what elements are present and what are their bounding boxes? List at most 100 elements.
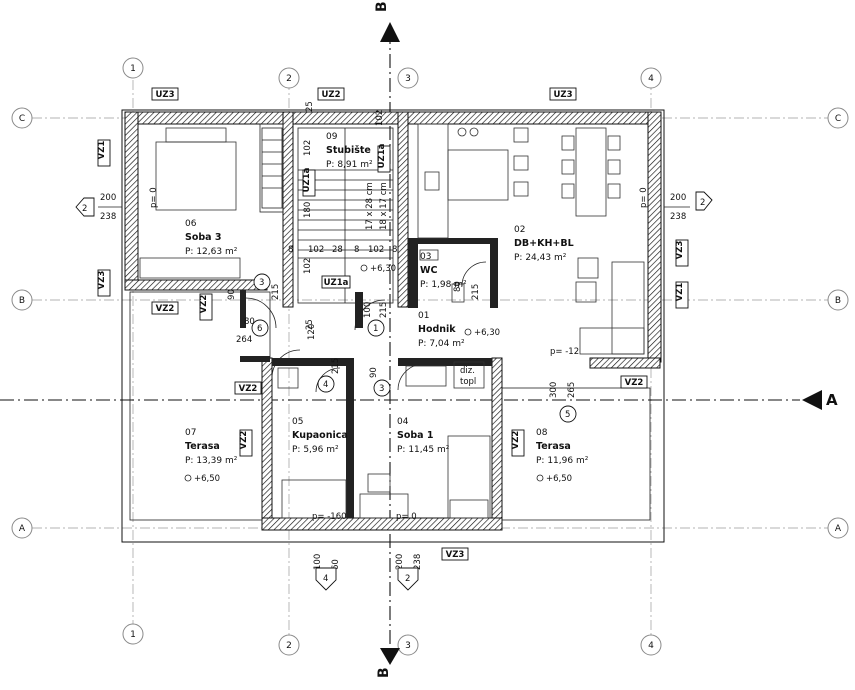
svg-text:4: 4 <box>648 74 654 84</box>
tag-uz1a-bottom: UZ1a <box>321 275 351 289</box>
svg-text:06: 06 <box>185 219 197 229</box>
svg-text:B: B <box>19 296 25 306</box>
grid-bubble-3-bottom: 3 <box>397 634 419 656</box>
grid-bubble-2-top: 2 <box>278 67 300 89</box>
grid-bubble-2-bottom: 2 <box>278 634 300 656</box>
svg-text:UZ3: UZ3 <box>554 90 573 100</box>
svg-text:265: 265 <box>567 382 577 398</box>
svg-text:2: 2 <box>286 641 292 651</box>
svg-text:8: 8 <box>392 245 397 255</box>
svg-text:18 x 17 cm: 18 x 17 cm <box>379 182 389 230</box>
diz-topl-box <box>453 361 485 389</box>
tag-uz3-top-left: UZ3 <box>151 87 179 101</box>
detail-markers: 2 2 4 2 3 3 1 6 4 5 <box>75 191 713 591</box>
svg-text:102: 102 <box>303 140 313 156</box>
svg-text:04: 04 <box>397 417 409 427</box>
svg-text:Kupaonica: Kupaonica <box>292 430 348 441</box>
furniture <box>139 123 645 519</box>
svg-text:17 x 28 cm: 17 x 28 cm <box>365 182 375 230</box>
tag-vz3-left: VZ3 <box>97 269 111 297</box>
svg-text:DB+KH+BL: DB+KH+BL <box>514 238 574 249</box>
detail-mark-right-2: 2 <box>695 191 713 211</box>
svg-text:P: 11,96 m²: P: 11,96 m² <box>536 456 589 466</box>
section-marker-bottom: B <box>376 648 400 678</box>
svg-text:07: 07 <box>185 428 196 438</box>
tag-vz2-left-b: VZ2 <box>199 293 213 321</box>
grid-bubble-C-right: C <box>827 107 849 129</box>
grid-bubbles: 1 2 3 4 1 2 3 4 C B A C B A <box>11 57 849 656</box>
svg-text:215: 215 <box>331 358 341 374</box>
tag-vz2-kup: VZ2 <box>239 429 253 457</box>
svg-text:200: 200 <box>100 193 116 203</box>
tag-uz1a-mid: UZ1a <box>302 167 316 197</box>
svg-text:90: 90 <box>227 289 237 300</box>
svg-text:80: 80 <box>453 281 463 292</box>
room-dbkhbl: 02 DB+KH+BL P: 24,43 m² <box>514 225 574 263</box>
svg-text:C: C <box>835 114 841 124</box>
detail-mark-bottom-2: 2 <box>397 567 419 591</box>
bathtub <box>281 479 347 519</box>
grid-bubble-1-top: 1 <box>122 57 144 79</box>
svg-text:+6,50: +6,50 <box>546 474 572 484</box>
svg-text:VZ2: VZ2 <box>625 378 644 388</box>
tag-vz2-right-b: VZ2 <box>620 375 648 389</box>
grid-bubble-4-bottom: 4 <box>640 634 662 656</box>
svg-text:p= -160: p= -160 <box>312 512 347 522</box>
exterior-walls <box>124 111 662 531</box>
room-hodnik: 01 Hodnik P: 7,04 m² <box>418 311 465 349</box>
wardrobe-soba3 <box>139 257 241 279</box>
svg-text:VZ2: VZ2 <box>156 304 175 314</box>
detail-mark-3b: 3 <box>373 379 391 397</box>
svg-text:8: 8 <box>288 245 293 255</box>
grid-bubble-1-bottom: 1 <box>122 623 144 645</box>
stair-labels: 17 x 28 cm 18 x 17 cm <box>365 182 389 230</box>
svg-text:Terasa: Terasa <box>536 441 571 452</box>
room-soba1: 04 Soba 1 P: 11,45 m² <box>397 417 450 455</box>
room-terasa07: 07 Terasa P: 13,39 m² <box>185 428 238 466</box>
room-terasa08: 08 Terasa P: 11,96 m² <box>536 428 589 466</box>
svg-text:UZ1a: UZ1a <box>302 167 312 192</box>
svg-text:60: 60 <box>331 559 341 570</box>
grid-bubble-B-right: B <box>827 289 849 311</box>
tag-vz2-left-a: VZ2 <box>151 301 179 315</box>
svg-text:A: A <box>826 391 838 409</box>
detail-mark-1: 1 <box>367 319 385 337</box>
kitchen-counter <box>417 123 449 239</box>
tag-uz1a-top: UZ1a <box>377 143 391 173</box>
svg-text:WC: WC <box>420 265 437 276</box>
svg-text:102: 102 <box>368 245 384 255</box>
room-wc: 03 WC P: 1,98 m² <box>420 252 467 290</box>
svg-text:3: 3 <box>379 384 384 394</box>
svg-text:3: 3 <box>259 278 264 288</box>
sofa <box>611 261 645 355</box>
dining-table <box>575 127 607 217</box>
svg-text:1: 1 <box>373 324 378 334</box>
svg-text:+6,30: +6,30 <box>474 328 500 338</box>
svg-text:100: 100 <box>363 302 373 318</box>
tag-vz2-right: VZ2 <box>511 429 525 457</box>
svg-text:215: 215 <box>379 302 389 318</box>
svg-text:topl: topl <box>460 377 476 387</box>
svg-text:VZ2: VZ2 <box>199 295 209 314</box>
svg-text:UZ2: UZ2 <box>322 90 341 100</box>
svg-text:P: 5,96 m²: P: 5,96 m² <box>292 445 339 455</box>
grid-bubble-A-right: A <box>827 517 849 539</box>
room-labels: 06 Soba 3 P: 12,63 m² 09 Stubište P: 8,9… <box>185 132 589 466</box>
section-marker-top: B <box>374 1 400 42</box>
level-terasa07: +6,50 <box>184 474 220 484</box>
svg-text:VZ3: VZ3 <box>446 550 465 560</box>
svg-text:03: 03 <box>420 252 431 262</box>
svg-text:2: 2 <box>82 204 87 214</box>
svg-text:VZ3: VZ3 <box>675 241 685 260</box>
svg-text:102: 102 <box>308 245 324 255</box>
svg-text:P: 8,91 m²: P: 8,91 m² <box>326 160 373 170</box>
svg-text:P: 7,04 m²: P: 7,04 m² <box>418 339 465 349</box>
grid-bubble-3-top: 3 <box>397 67 419 89</box>
svg-text:B: B <box>835 296 841 306</box>
svg-text:+6,30: +6,30 <box>370 264 396 274</box>
tag-uz3-top-right: UZ3 <box>549 87 577 101</box>
bed-soba1 <box>447 435 491 519</box>
svg-text:Stubište: Stubište <box>326 145 371 156</box>
svg-text:180: 180 <box>303 202 313 218</box>
